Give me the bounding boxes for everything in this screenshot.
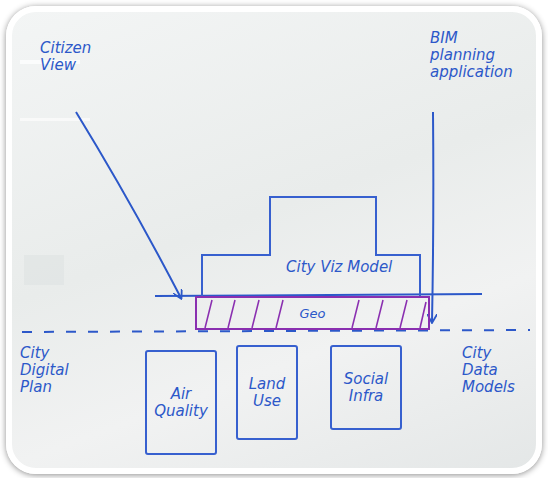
node-text: Social Infra — [334, 371, 398, 405]
building-outline: City Viz Model — [200, 195, 422, 296]
data-box: Air Quality — [145, 350, 217, 455]
building-shape — [200, 195, 422, 296]
hatching — [205, 300, 426, 328]
building-outline-path — [202, 197, 420, 296]
whiteboard-surface: City Viz ModelGeoAir Quality Land Use Soci… — [6, 6, 542, 474]
pointer-arrow — [432, 112, 433, 322]
node-text: Air Quality — [149, 386, 213, 420]
data-box: Land Use — [236, 345, 298, 440]
data-box: Social Infra — [330, 345, 402, 430]
free-label: Citizen View — [40, 40, 112, 74]
dashed-divider — [22, 330, 530, 332]
free-label: BIM planning application — [430, 30, 506, 81]
free-label: City Digital Plan — [20, 345, 78, 396]
pointer-arrow — [76, 112, 181, 298]
band-outline — [196, 297, 429, 329]
node-text: City Viz Model — [286, 259, 392, 276]
node-text: Geo — [299, 305, 325, 322]
free-label: City Data Models — [462, 345, 530, 396]
geo-band: Geo — [195, 296, 430, 330]
node-text: Land Use — [240, 376, 294, 410]
whiteboard-frame: City Viz ModelGeoAir Quality Land Use Soci… — [6, 6, 542, 474]
reflection — [24, 255, 64, 285]
